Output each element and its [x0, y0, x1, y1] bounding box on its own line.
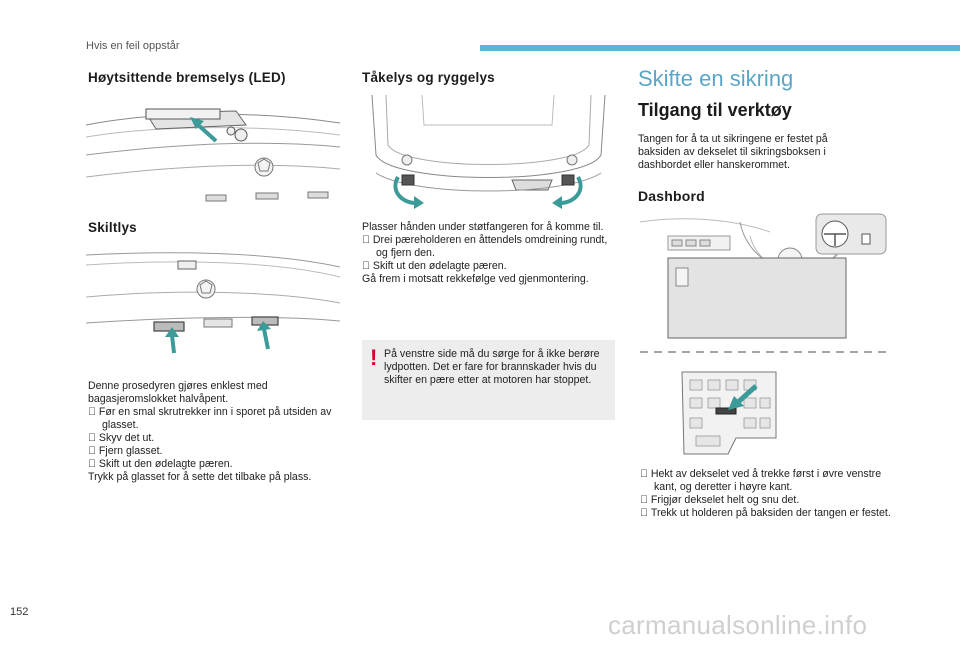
bullet-item:  Før en smal skrutrekker inn i sporet p… — [88, 406, 331, 431]
paragraph: Denne prosedyren gjøres enklest med baga… — [88, 380, 268, 405]
chapter-title: Hvis en feil oppstår — [86, 40, 180, 52]
heading-fog-reverse-light: Tåkelys og ryggelys — [362, 70, 495, 85]
bullet-item:  Fjern glasset. — [88, 445, 162, 457]
heading-dashboard: Dashbord — [638, 188, 705, 204]
paragraph: Plasser hånden under støtfangeren for å … — [362, 221, 604, 233]
bullet-item:  Trekk ut holderen på baksiden der tang… — [640, 507, 891, 519]
watermark: carmanualsonline.info — [608, 610, 868, 640]
heading-license-plate-light: Skiltlys — [88, 220, 137, 235]
illustration-fog-reverse-light — [362, 95, 615, 210]
bullet-item:  Frigjør dekselet helt og snu det. — [640, 494, 799, 506]
col2-body: Plasser hånden under støtfangeren for å … — [362, 221, 616, 286]
tools-intro: Tangen for å ta ut sikringene er festet … — [638, 133, 828, 171]
warning-box: ! På venstre side må du sørge for å ikke… — [362, 340, 615, 420]
col1-body: Denne prosedyren gjøres enklest med baga… — [88, 380, 344, 484]
page-number: 152 — [10, 606, 29, 618]
bullet-item:  Skyv det ut. — [88, 432, 154, 444]
bullet-item:  Skift ut den ødelagte pæren. — [88, 458, 233, 470]
warning-text: På venstre side må du sørge for å ikke b… — [384, 348, 600, 386]
col3-steps:  Hekt av dekselet ved å trekke først i … — [640, 468, 894, 520]
bullet-item:  Hekt av dekselet ved å trekke først i … — [640, 468, 881, 493]
bullet-item:  Drei pæreholderen en åttendels omdrein… — [362, 234, 612, 259]
bullet-item:  Skift ut den ødelagte pæren. — [362, 260, 507, 272]
subsection-title-tools: Tilgang til verktøy — [638, 100, 792, 120]
paragraph: Trykk på glasset for å sette det tilbake… — [88, 471, 312, 483]
paragraph: Gå frem i motsatt rekkefølge ved gjenmon… — [362, 273, 589, 285]
illustration-dashboard-fuse-cover — [640, 212, 890, 357]
illustration-fuse-cover-back — [676, 368, 780, 458]
header-accent-bar — [480, 45, 960, 51]
warning-icon: ! — [370, 345, 378, 370]
illustration-high-brake-light — [86, 95, 340, 205]
illustration-license-plate-light — [86, 247, 340, 357]
heading-high-brake-light: Høytsittende bremselys (LED) — [88, 70, 286, 85]
section-title-fuse: Skifte en sikring — [638, 66, 794, 91]
